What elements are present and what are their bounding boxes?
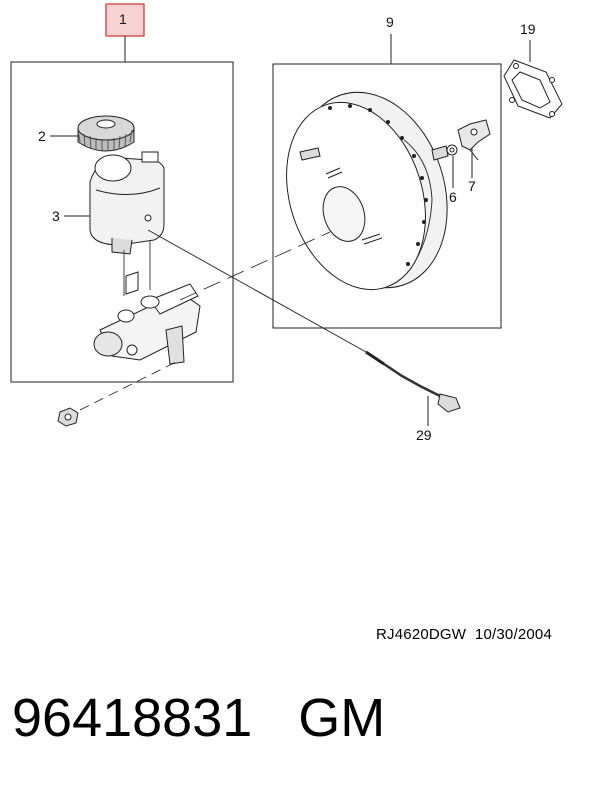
callout-9: 9 — [386, 14, 394, 30]
part-number: 96418831 — [12, 688, 253, 748]
reservoir-cap[interactable] — [77, 115, 135, 152]
reference-date: 10/30/2004 — [474, 626, 552, 643]
master-cylinder-body[interactable] — [93, 240, 201, 365]
master-cylinder-frame — [10, 61, 234, 383]
brake-booster[interactable] — [264, 73, 472, 308]
mounting-nut[interactable] — [57, 407, 79, 427]
callout-19: 19 — [520, 21, 536, 37]
reference-code: RJ4620DGW — [376, 626, 467, 643]
callout-29: 29 — [416, 427, 432, 443]
booster-axis-line — [179, 231, 331, 301]
nut-axis-line — [79, 359, 181, 411]
clevis-washer[interactable] — [446, 144, 458, 156]
fluid-reservoir[interactable] — [89, 151, 165, 255]
sensor-leader-line — [147, 229, 367, 353]
booster-frame — [272, 63, 502, 329]
callout-1: 1 — [119, 11, 127, 27]
part-number-line: 96418831 GM — [12, 688, 385, 748]
part-brand: GM — [298, 688, 386, 748]
callout-7: 7 — [468, 178, 476, 194]
clevis-bracket[interactable] — [457, 119, 491, 161]
callout-6: 6 — [449, 189, 457, 205]
callout-2: 2 — [38, 128, 46, 144]
callout-3: 3 — [52, 208, 60, 224]
booster-gasket[interactable] — [503, 59, 563, 119]
vacuum-sensor-cable[interactable] — [365, 350, 461, 413]
diagram-reference: RJ4620DGW 10/30/2004 — [376, 626, 552, 643]
